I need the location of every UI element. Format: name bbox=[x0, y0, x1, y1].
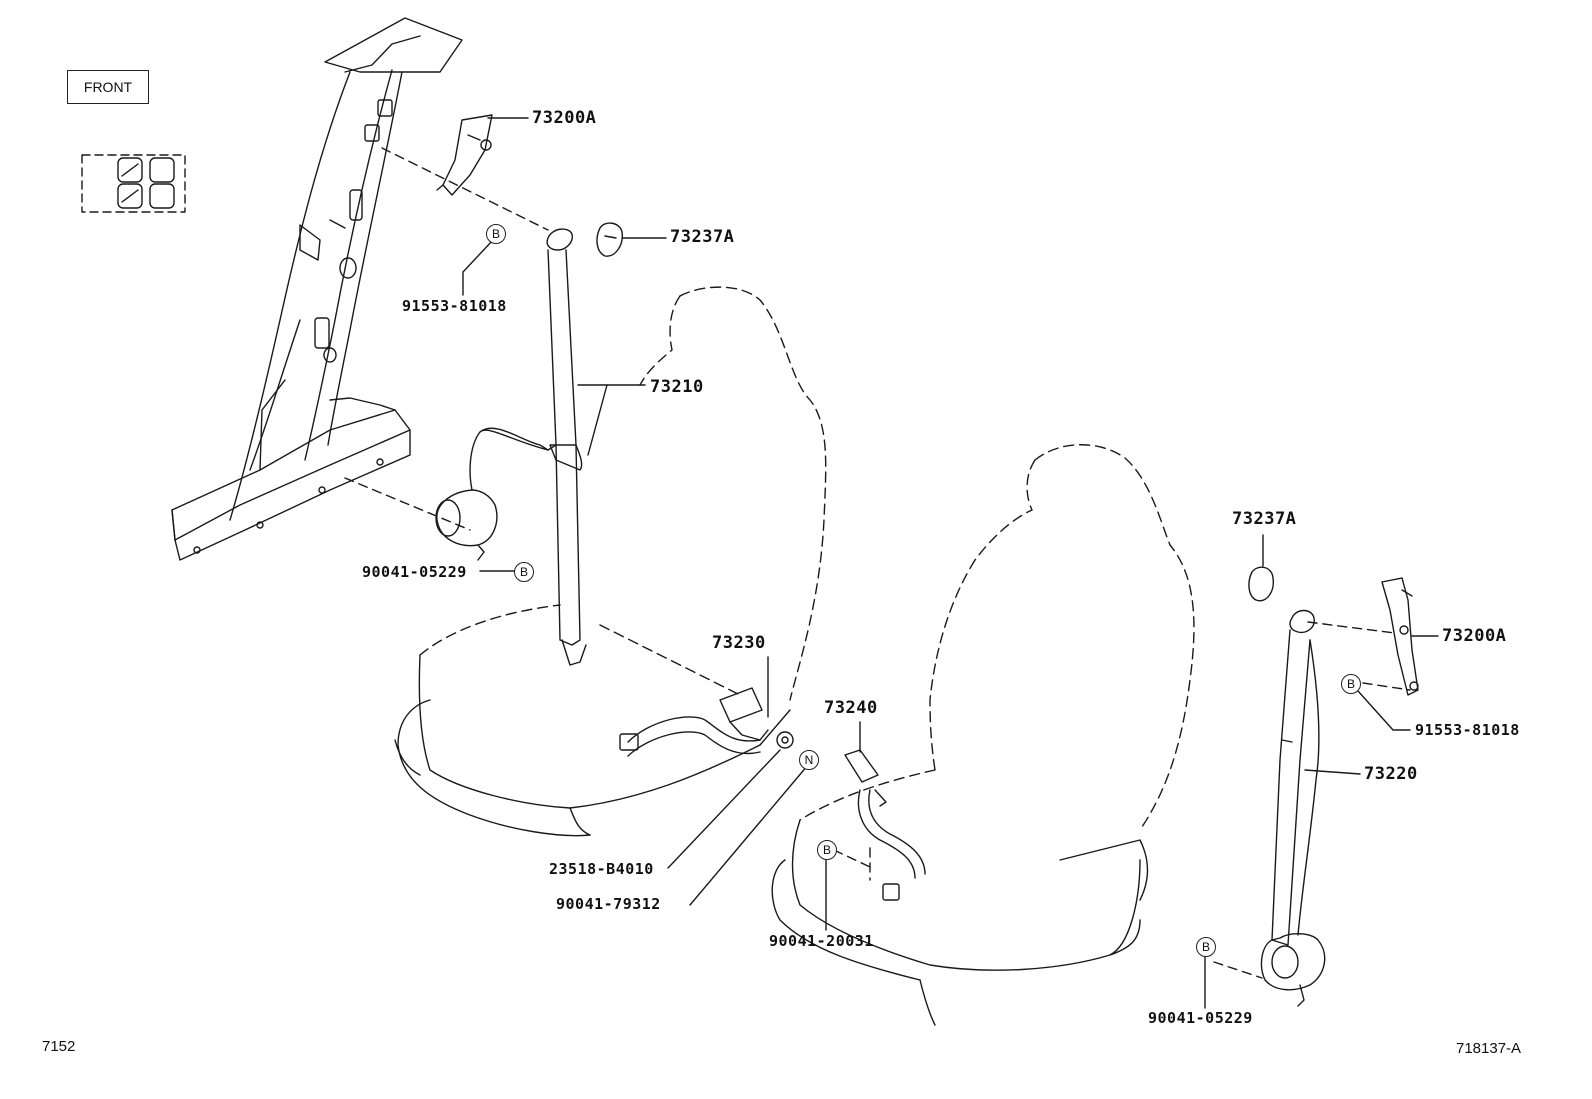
upper-anchor-right bbox=[1381, 577, 1419, 696]
part-label-73237a-left[interactable]: 73237A bbox=[670, 227, 735, 247]
cover-right bbox=[1248, 566, 1274, 602]
right-seat-outline bbox=[771, 444, 1195, 1026]
cover-left bbox=[596, 222, 623, 257]
part-label-23518-b4010[interactable]: 23518-B4010 bbox=[549, 860, 654, 878]
part-label-91553-81018-right[interactable]: 91553-81018 bbox=[1415, 721, 1520, 739]
part-label-73240[interactable]: 73240 bbox=[824, 698, 878, 718]
marker-b: B bbox=[1196, 937, 1216, 957]
marker-b: B bbox=[514, 562, 534, 582]
diagram-reference: 718137-A bbox=[1456, 1040, 1522, 1057]
part-label-73220[interactable]: 73220 bbox=[1364, 764, 1418, 784]
seatbelt-assy-right bbox=[1260, 609, 1326, 1007]
marker-n: N bbox=[799, 750, 819, 770]
marker-b: B bbox=[486, 224, 506, 244]
part-label-73200a-right[interactable]: 73200A bbox=[1442, 626, 1507, 646]
part-label-90041-20031[interactable]: 90041-20031 bbox=[769, 932, 874, 950]
vehicle-position-icon bbox=[81, 154, 186, 213]
marker-b: B bbox=[1341, 674, 1361, 694]
center-pillar-structure bbox=[171, 17, 463, 561]
part-label-90041-79312[interactable]: 90041-79312 bbox=[556, 895, 661, 913]
part-label-73237a-right[interactable]: 73237A bbox=[1232, 509, 1297, 529]
page-code: 7152 bbox=[42, 1038, 76, 1055]
part-label-91553-81018-left[interactable]: 91553-81018 bbox=[402, 297, 507, 315]
part-label-73230[interactable]: 73230 bbox=[712, 633, 766, 653]
buckle-right bbox=[844, 749, 926, 901]
marker-b: B bbox=[817, 840, 837, 860]
buckle-left bbox=[619, 687, 794, 757]
assembly-lines bbox=[344, 147, 1411, 979]
part-label-90041-05229-left[interactable]: 90041-05229 bbox=[362, 563, 467, 581]
part-label-90041-05229-right[interactable]: 90041-05229 bbox=[1148, 1009, 1253, 1027]
leader-lines bbox=[462, 117, 1439, 1009]
upper-anchor-left bbox=[436, 114, 493, 196]
part-label-73210[interactable]: 73210 bbox=[650, 377, 704, 397]
left-seat-outline bbox=[394, 286, 827, 837]
part-label-73200a-left[interactable]: 73200A bbox=[532, 108, 597, 128]
front-orientation-label: FRONT bbox=[67, 70, 149, 104]
seatbelt-assy-left bbox=[435, 228, 587, 666]
